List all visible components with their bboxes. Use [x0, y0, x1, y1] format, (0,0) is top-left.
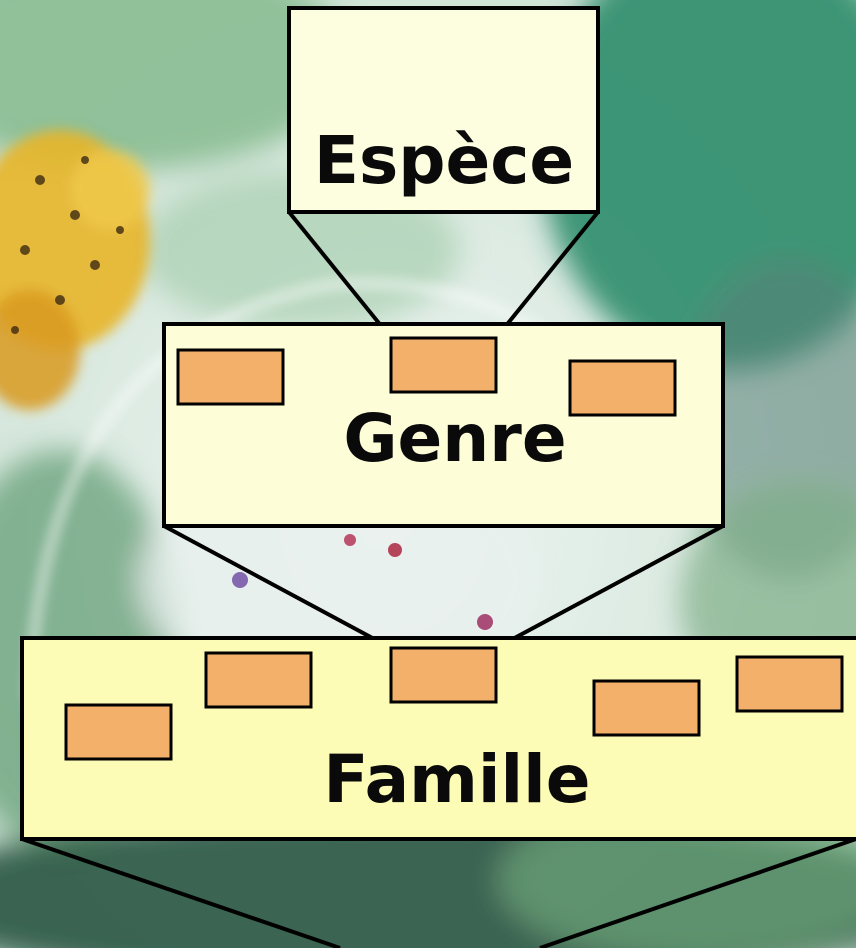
connector-lines: [21, 210, 856, 948]
genre-item-selected: [389, 336, 498, 394]
famille-box: Famille: [20, 636, 856, 841]
connector-espece-right: [494, 210, 600, 340]
espece-box: Espèce: [287, 6, 600, 214]
famille-item: [735, 655, 844, 713]
genre-item: [176, 348, 285, 406]
espece-label: Espèce: [314, 122, 574, 199]
genre-label: Genre: [343, 400, 566, 477]
famille-item-selected: [389, 646, 498, 704]
genre-box: Genre: [162, 322, 725, 528]
genre-item: [568, 359, 677, 417]
famille-item: [64, 703, 173, 761]
connector-espece-left: [287, 210, 393, 340]
famille-item: [592, 679, 701, 737]
connector-famille-left: [21, 837, 341, 948]
connector-genre-right: [495, 524, 724, 650]
flower-dots: [11, 156, 124, 334]
famille-label: Famille: [323, 741, 590, 818]
connector-famille-right: [539, 837, 856, 948]
yellow-flowers: [0, 130, 150, 410]
connector-genre-left: [163, 524, 392, 650]
famille-item: [204, 651, 313, 709]
small-purple-flowers: [232, 534, 493, 630]
